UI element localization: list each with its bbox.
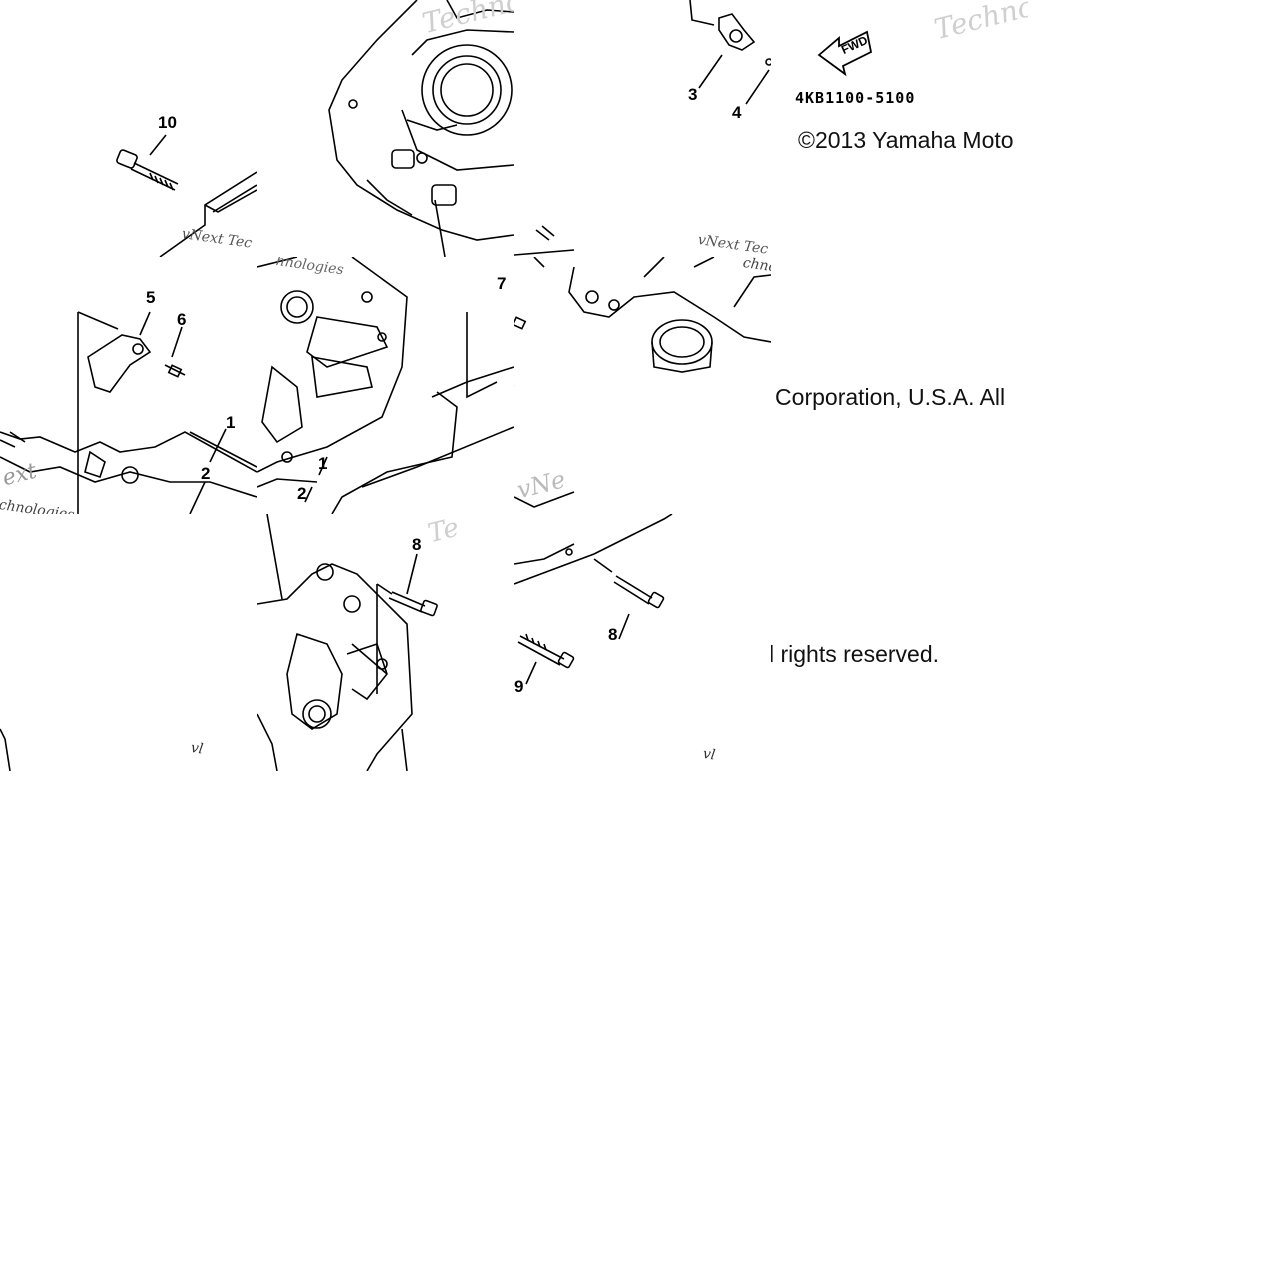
callout-8-right: 8	[608, 625, 618, 644]
tile-crankcase-bottom: 8 Te	[257, 514, 514, 771]
crankcase-bottom-drawing	[257, 514, 438, 771]
copyright-line-1: ©2013 Yamaha Moto	[798, 127, 1014, 153]
tile-copyright-3: l rights reserved.	[771, 514, 1028, 771]
callout-10: 10	[158, 113, 177, 132]
callout-1-middle: 1	[318, 454, 328, 473]
callout-2-left: 2	[201, 464, 211, 483]
callout-8-left: 8	[412, 535, 422, 554]
bolt-10-drawing	[116, 134, 257, 257]
watermark-vl-a: vl	[189, 740, 205, 758]
callout-7: 7	[497, 274, 507, 293]
watermark-vl-b: vl	[701, 746, 717, 764]
callout-2-middle: 2	[297, 484, 307, 503]
tile-crankcase-top: Techno	[257, 0, 514, 257]
callout-1-left: 1	[226, 413, 236, 432]
bolt-7-drawing	[514, 257, 771, 508]
tile-parts-5-6: 5 6 1 2 ext chnologies	[0, 257, 257, 514]
callout-9: 9	[514, 677, 524, 696]
callout-4: 4	[732, 103, 742, 122]
tile-fwd-copyright: FWD 4KB1100-5100 ©2013 Yamaha Moto Techn…	[771, 0, 1028, 257]
callout-6: 6	[177, 310, 187, 329]
tile-parts-3-4: 3 4 vNext Tec	[514, 0, 771, 257]
copyright-line-2: r Corporation, U.S.A. All	[771, 384, 1006, 410]
crankcase-top-drawing	[328, 0, 514, 257]
tile-bolts-8-9: 8 9 vl	[514, 514, 771, 771]
part-number: 4KB1100-5100	[795, 89, 916, 107]
tile-copyright-2: r Corporation, U.S.A. All	[771, 257, 1028, 514]
tile-lower-left: vl	[0, 514, 257, 771]
parts-3-4-drawing	[514, 0, 771, 256]
bolts-8-9-drawing	[514, 514, 673, 685]
copyright-line-3: l rights reserved.	[771, 641, 940, 667]
tile-bolt-7: chnologies vNe	[514, 257, 771, 514]
tile-bolt-10: 10 vNext Tec	[0, 0, 257, 257]
parts-5-6-drawing	[0, 311, 257, 514]
callout-3: 3	[688, 85, 698, 104]
crankcase-middle-drawing	[257, 257, 514, 514]
tile-crankcase-middle: 7 1 2 hnologies	[257, 257, 514, 514]
callout-5: 5	[146, 288, 156, 307]
fwd-arrow-icon	[817, 30, 873, 77]
lower-left-drawing	[0, 728, 11, 771]
